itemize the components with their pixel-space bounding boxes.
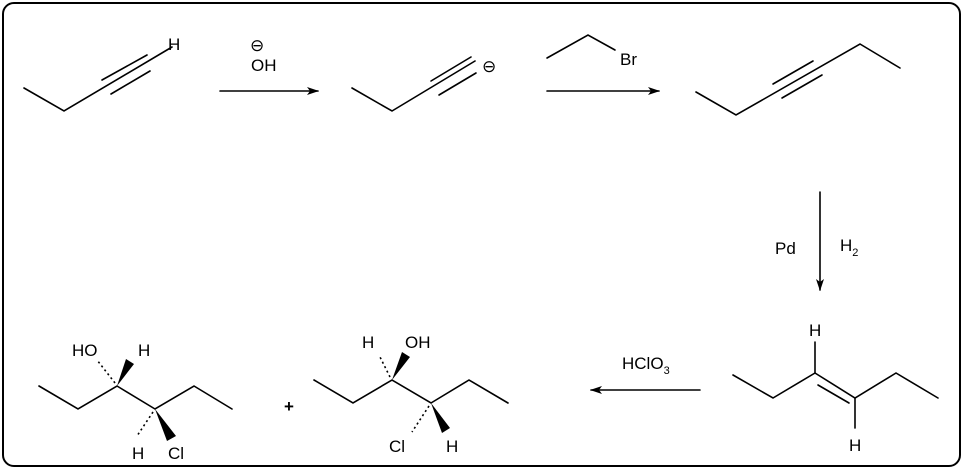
reaction-arrow-4: HClO3 [590, 354, 701, 394]
product-2: H OH Cl H [313, 333, 509, 456]
atom-label-cl: Cl [389, 437, 405, 456]
reagent-hydroxide: OH [251, 56, 277, 75]
reagent-hclo3: HClO3 [622, 354, 670, 377]
molecule-butyne: H [23, 35, 180, 112]
plus-sign: + [284, 397, 294, 416]
atom-label-h: H [132, 444, 144, 463]
wedge-bond [431, 403, 450, 433]
atom-label-h: H [446, 437, 458, 456]
reaction-arrow-3: Pd H2 [775, 191, 858, 291]
reagent-h2: H2 [840, 236, 858, 259]
hydroxide-charge: ⊖ [250, 36, 264, 55]
atom-label-h: H [809, 321, 821, 340]
reaction-arrow-2: Br [546, 34, 660, 95]
anion-charge: ⊖ [482, 57, 496, 76]
atom-label-h: H [138, 341, 150, 360]
atom-label-ho: HO [72, 341, 98, 360]
wedge-bond [155, 409, 176, 441]
reagent-bromide: Br [620, 50, 637, 69]
atom-label-h: H [849, 436, 861, 455]
molecule-hexene: H H [732, 321, 939, 455]
molecule-butynide: ⊖ [351, 56, 496, 112]
atom-label-oh: OH [405, 333, 431, 352]
wedge-bond [117, 359, 134, 386]
reagent-pd: Pd [775, 239, 796, 258]
product-1: HO H H Cl [38, 341, 233, 463]
wedge-bond [392, 352, 410, 380]
atom-label-h: H [362, 333, 374, 352]
reaction-arrow-1: ⊖ OH [219, 36, 319, 95]
molecule-hexyne [695, 43, 901, 116]
atom-label-cl: Cl [168, 444, 184, 463]
atom-label-h: H [168, 35, 180, 54]
